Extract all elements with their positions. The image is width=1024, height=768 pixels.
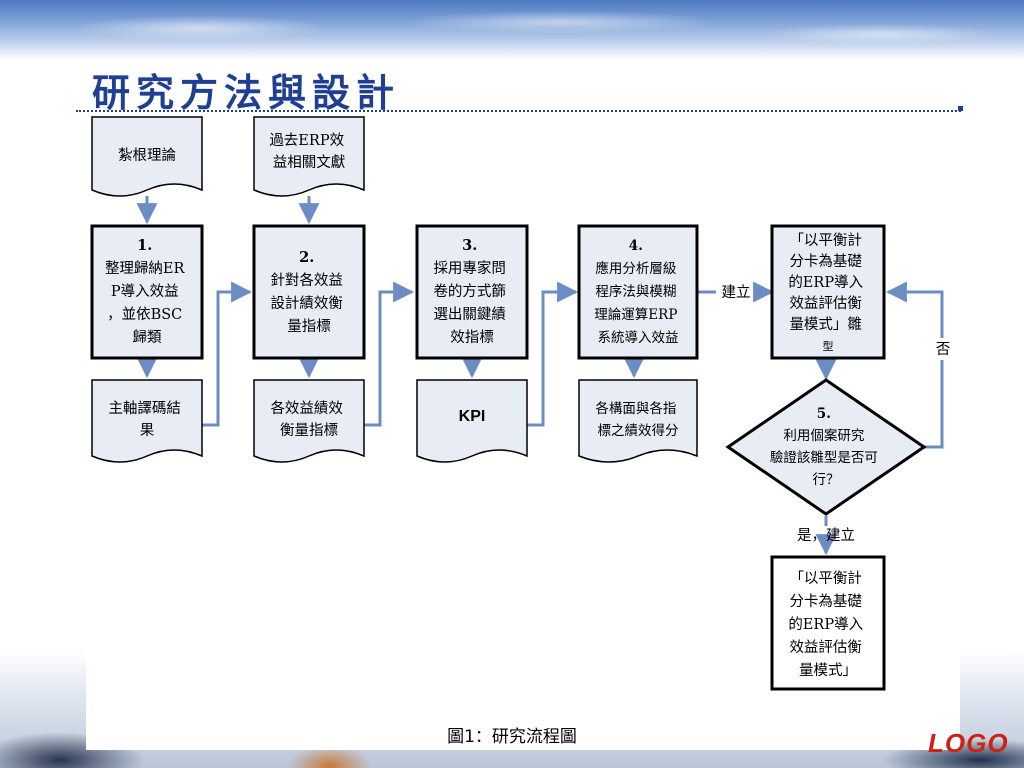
step-2-line: 針對各效益 bbox=[270, 272, 343, 289]
step-5-line: 行？ bbox=[813, 472, 840, 488]
step-1-label: 1. 整理歸納ER P導入效益 ，並依BSC 歸類 bbox=[105, 237, 189, 346]
process-step-4 bbox=[577, 224, 699, 360]
model-prototype-label: 「以平衡計 分卡為基礎 的ERP導入 效益評估衡 量模式」雛 型 bbox=[788, 232, 867, 353]
doc-past-erp-line: 益相關文獻 bbox=[273, 154, 346, 171]
step-2-number: 2. bbox=[299, 249, 314, 266]
edge-label-no-bg bbox=[933, 338, 953, 360]
output-1-line: 果 bbox=[140, 423, 155, 439]
output-4-line: 標之績效得分 bbox=[598, 422, 679, 439]
output-doc-2 bbox=[253, 379, 365, 463]
step-2-label: 2. 針對各效益 設計績效衡 量指標 bbox=[270, 249, 347, 335]
step-1-line: P導入效益 bbox=[111, 283, 179, 300]
title-underline bbox=[76, 110, 961, 112]
model-line: 的ERP導入 bbox=[788, 274, 863, 291]
model-line: 型 bbox=[823, 339, 834, 353]
step-3-label: 3. 採用專家問 卷的方式篩 選出關鍵績 效指標 bbox=[433, 237, 510, 346]
output-1-line: 主軸譯碼結 bbox=[108, 400, 181, 417]
step-3-line: 選出關鍵績 bbox=[433, 306, 506, 323]
step-4-line: 理論運算ERP bbox=[594, 307, 677, 323]
model-prototype-box bbox=[770, 224, 886, 360]
step-5-line: 驗證該雛型是否可 bbox=[770, 449, 878, 466]
model-line: 效益評估衡 bbox=[789, 295, 862, 312]
model-line: 「以平衡計 bbox=[789, 232, 862, 249]
final-model-box bbox=[770, 555, 886, 691]
process-step-2 bbox=[252, 224, 366, 360]
step-3-line: 採用專家問 bbox=[433, 260, 506, 277]
output-3-label: KPI bbox=[459, 408, 486, 425]
step-2-line: 設計績效衡 bbox=[270, 295, 343, 312]
output-4-line: 各構面與各指 bbox=[595, 401, 676, 417]
process-step-1 bbox=[90, 224, 204, 360]
arrow-step5-no-loop bbox=[885, 281, 944, 449]
step-1-line: 歸類 bbox=[133, 328, 162, 346]
output-4-label: 各構面與各指 標之績效得分 bbox=[595, 401, 680, 439]
output-2-line: 各效益績效 bbox=[270, 400, 343, 417]
cloud-decoration bbox=[0, 0, 1024, 60]
output-doc-3 bbox=[416, 379, 528, 463]
process-step-3 bbox=[415, 224, 529, 360]
step-5-number: 5. bbox=[817, 406, 831, 422]
step-3-number: 3. bbox=[462, 237, 477, 254]
output-doc-4 bbox=[578, 379, 698, 463]
final-model-label: 「以平衡計 分卡為基礎 的ERP導入 效益評估衡 量模式」 bbox=[788, 570, 867, 679]
output-1-label: 主軸譯碼結 果 bbox=[108, 400, 185, 439]
logo: LOGO bbox=[928, 728, 1009, 758]
final-line: 分卡為基礎 bbox=[789, 593, 862, 610]
step-5-line: 利用個案研究 bbox=[783, 427, 864, 444]
step-1-line: 整理歸納ER bbox=[105, 259, 186, 277]
flow-connectors bbox=[136, 196, 944, 556]
edge-label-yes-build: 是，建立 bbox=[797, 527, 855, 544]
doc-past-erp-label: 過去ERP效 益相關文獻 bbox=[269, 132, 348, 171]
step-4-line: 應用分析層級 bbox=[595, 260, 676, 277]
edge-label-build: 建立 bbox=[722, 284, 751, 301]
arrow-out2-to-step3 bbox=[364, 281, 415, 427]
decision-step-5 bbox=[725, 378, 927, 516]
doc-past-erp-literature bbox=[253, 116, 365, 197]
doc-past-erp-line: 過去ERP效 bbox=[269, 132, 344, 149]
final-line: 「以平衡計 bbox=[789, 570, 862, 587]
step-1-number: 1. bbox=[137, 237, 152, 254]
output-doc-1 bbox=[91, 379, 203, 463]
edge-label-no: 否 bbox=[936, 342, 951, 358]
model-line: 分卡為基礎 bbox=[789, 253, 862, 270]
final-line: 效益評估衡 bbox=[789, 639, 862, 656]
figure-caption: 圖1：研究流程圖 bbox=[447, 727, 577, 747]
final-line: 量模式」 bbox=[799, 662, 857, 679]
step-5-label: 5. 利用個案研究 驗證該雛型是否可 行？ bbox=[770, 406, 882, 488]
step-4-line: 系統導入效益 bbox=[598, 330, 679, 346]
step-3-line: 效指標 bbox=[450, 329, 494, 346]
output-2-line: 衡量指標 bbox=[280, 422, 338, 439]
title-underline-end bbox=[958, 106, 963, 111]
step-3-line: 卷的方式篩 bbox=[433, 282, 506, 300]
doc-grounded-theory-label: 紮根理論 bbox=[118, 147, 176, 164]
model-line: 量模式」雛 bbox=[789, 316, 862, 333]
step-4-line: 程序法與模糊 bbox=[595, 284, 676, 300]
arrow-out1-to-step2 bbox=[202, 281, 253, 427]
step-1-line: ，並依BSC bbox=[107, 306, 182, 323]
final-line: 的ERP導入 bbox=[788, 616, 863, 633]
doc-grounded-theory bbox=[91, 116, 203, 197]
step-4-label: 4. 應用分析層級 程序法與模糊 理論運算ERP 系統導入效益 bbox=[594, 238, 681, 346]
output-2-label: 各效益績效 衡量指標 bbox=[270, 400, 347, 439]
step-4-number: 4. bbox=[629, 238, 643, 254]
step-2-line: 量指標 bbox=[287, 318, 331, 335]
arrow-out3-to-step4 bbox=[527, 281, 579, 427]
slide-title: 研究方法與設計 bbox=[92, 70, 401, 115]
